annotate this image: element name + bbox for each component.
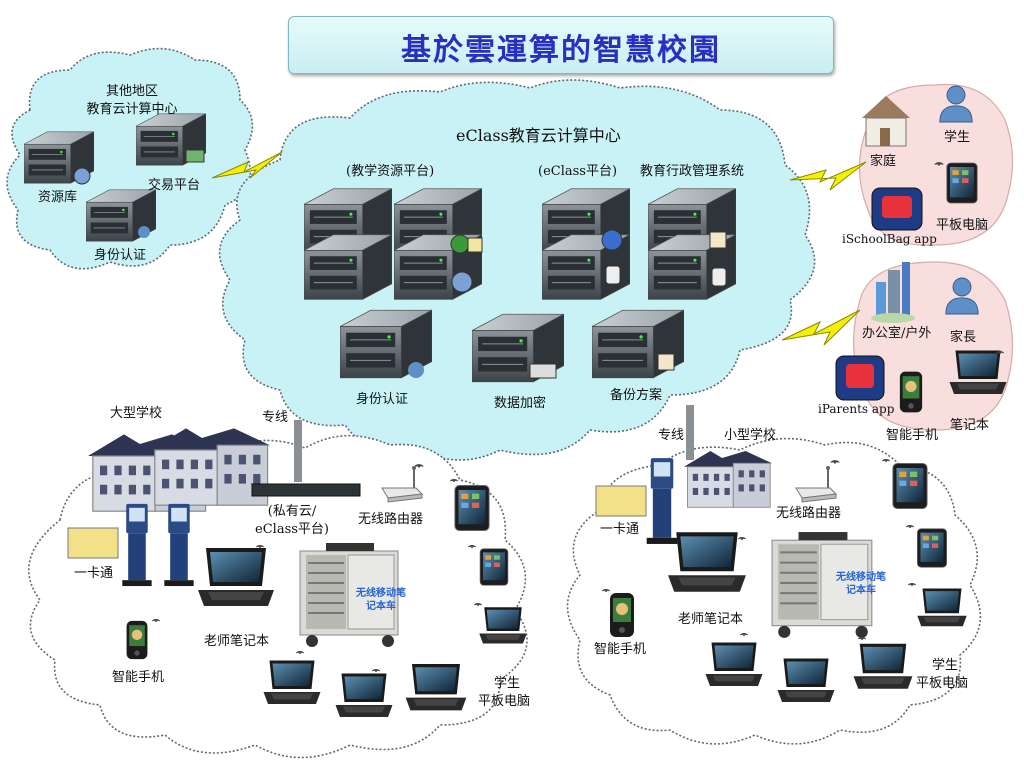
network-switch-icon — [250, 483, 361, 497]
lightning-bolt-icon — [211, 151, 283, 179]
card-left-label: 一卡通 — [74, 566, 114, 581]
card-icon — [67, 527, 119, 559]
iparents-label: iParents app — [818, 402, 895, 416]
data-encryption-label: 数据加密 — [494, 396, 547, 411]
smartphone-icon — [610, 593, 634, 637]
tablet-right-label: 平板电脑 — [916, 676, 969, 691]
laptop-icon — [917, 588, 967, 627]
admin-system-label: 教育行政管理系统 — [640, 164, 745, 179]
router-right-label: 无线路由器 — [776, 506, 842, 521]
home-label: 家庭 — [870, 154, 897, 169]
router-left-label: 无线路由器 — [358, 512, 424, 527]
student-top-label: 学生 — [944, 130, 971, 145]
lightning-bolt-icon — [789, 161, 867, 191]
money-icon — [185, 149, 205, 163]
card-reader-icon — [529, 363, 557, 379]
document-icon — [657, 353, 675, 371]
other-region-label-2: 教育云计算中心 — [86, 102, 178, 117]
tablet-left-label: 平板电脑 — [478, 694, 531, 709]
laptop-icon — [705, 642, 763, 686]
smartphone-icon — [899, 371, 923, 413]
laptop-icon — [853, 643, 913, 689]
globe-icon — [73, 167, 91, 185]
center-title-label: eClass教育云计算中心 — [456, 126, 621, 145]
smartphone-right-label: 智能手机 — [886, 428, 939, 443]
laptop-right-label: 笔记本 — [950, 418, 990, 433]
smartphone-left-label: 智能手机 — [112, 670, 165, 685]
page-title: 基於雲運算的智慧校園 — [401, 33, 721, 68]
laptop-icon — [668, 532, 746, 592]
laptop-icon — [335, 673, 393, 717]
database-icon — [711, 267, 727, 287]
large-school-cloud — [27, 434, 528, 759]
backup-plan-label: 备份方案 — [610, 388, 663, 403]
globe-icon — [451, 271, 473, 293]
office-building-icon — [871, 262, 915, 323]
laptop-icon — [479, 607, 527, 644]
leased-line-left-label: 专线 — [262, 410, 289, 425]
cart-right-label: 无线移动笔记本车 — [836, 572, 886, 596]
teaching-platform-label: (教学资源平台) — [346, 164, 435, 179]
globe-icon — [601, 229, 623, 251]
house-icon — [862, 96, 910, 147]
tablet-icon — [916, 528, 948, 568]
tablet-top-label: 平板电脑 — [936, 218, 989, 233]
office-outdoor-label: 办公室/户外 — [862, 326, 932, 341]
identity-auth-small-label: 身份认证 — [94, 248, 147, 263]
parent-label: 家長 — [950, 330, 977, 345]
document-icon — [709, 231, 727, 249]
user-icon — [408, 362, 424, 378]
cart-left-label: 无线移动笔记本车 — [356, 588, 406, 612]
tablet-icon — [479, 548, 509, 586]
private-cloud-label-1: (私有云/ — [267, 504, 317, 519]
school-building-icon — [684, 450, 772, 508]
laptop-icon — [777, 658, 835, 702]
other-region-cloud — [6, 47, 254, 270]
title-banner: 基於雲運算的智慧校園 — [288, 16, 834, 74]
school-building-icon — [88, 427, 270, 512]
small-school-label: 小型学校 — [724, 428, 777, 443]
tablet-icon — [892, 463, 928, 509]
leased-line-right — [686, 405, 694, 460]
ischoolbag-app-icon — [871, 187, 923, 231]
tablet-icon — [454, 485, 490, 531]
student-right-label: 学生 — [932, 658, 959, 673]
large-school-label: 大型学校 — [110, 406, 163, 421]
teacher-laptop-right-label: 老师笔记本 — [678, 612, 744, 627]
eclass-platform-label: (eClass平台) — [538, 164, 618, 179]
document-icon — [467, 237, 483, 253]
identity-auth-label: 身份认证 — [356, 392, 409, 407]
card-right-label: 一卡通 — [600, 522, 640, 537]
leased-line-left — [294, 420, 302, 482]
resource-library-label: 资源库 — [38, 190, 78, 205]
iparents-app-icon — [835, 355, 885, 401]
laptop-icon — [405, 664, 467, 711]
user-icon — [138, 226, 150, 238]
globe-icon — [450, 234, 470, 254]
smartphone-icon — [126, 620, 148, 660]
laptop-icon — [263, 660, 321, 704]
trading-platform-label: 交易平台 — [148, 178, 201, 193]
private-cloud-label-2: eClass平台) — [255, 522, 329, 537]
card-icon — [595, 485, 647, 517]
server-icon — [304, 234, 392, 300]
ischoolbag-label: iSchoolBag app — [842, 232, 937, 246]
smartphone-small-label: 智能手机 — [594, 642, 647, 657]
laptop-icon — [949, 350, 1007, 394]
tablet-icon — [946, 162, 978, 204]
database-icon — [605, 265, 621, 285]
lightning-bolt-icon — [781, 309, 861, 346]
student-left-label: 学生 — [494, 676, 521, 691]
other-region-label-1: 其他地区 — [105, 84, 158, 99]
teacher-laptop-left-label: 老师笔记本 — [204, 634, 270, 649]
leased-line-right-label: 专线 — [658, 428, 685, 443]
laptop-icon — [198, 548, 274, 606]
